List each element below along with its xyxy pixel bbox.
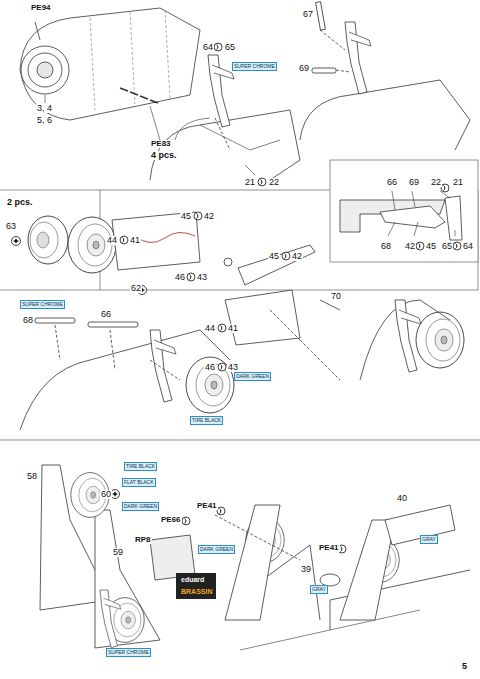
- callout-number: 70: [330, 292, 342, 301]
- color-callout: SUPER CHROME: [106, 648, 151, 657]
- quantity-note: 2 pcs.: [6, 198, 34, 207]
- color-callout: GRAY: [310, 585, 328, 594]
- color-callout: FLAT BLACK: [122, 478, 156, 487]
- callout-number: 42: [291, 252, 303, 261]
- color-callout: GRAY: [420, 535, 438, 544]
- part-number: PE94: [30, 4, 52, 12]
- callout-number: 58: [26, 472, 38, 481]
- callout-number: 3, 4: [36, 104, 53, 113]
- callout-number: 21: [452, 178, 464, 187]
- callout-number: 40: [396, 494, 408, 503]
- callout-number: 43: [196, 273, 208, 282]
- callout-number: 69: [298, 64, 310, 73]
- callout-number: 65: [224, 43, 236, 52]
- color-callout: TIRE BLACK: [124, 462, 157, 471]
- gear-assembly: [20, 318, 234, 430]
- callout-number: 68: [22, 316, 34, 325]
- callout-number: 60: [100, 490, 112, 499]
- callout-number: 44: [106, 236, 118, 245]
- callout-number: 22: [430, 178, 442, 187]
- callout-number: 63: [5, 222, 17, 231]
- callout-number: 22: [268, 178, 280, 187]
- part-number: PE41: [196, 502, 218, 510]
- color-callout: TIRE BLACK: [190, 416, 223, 425]
- callout-number: 59: [112, 548, 124, 557]
- callout-number: 41: [227, 324, 239, 333]
- callout-number: 45: [425, 242, 437, 251]
- gear-bay: [300, 2, 470, 150]
- color-callout: SUPER CHROME: [232, 62, 277, 71]
- callout-number: 64: [202, 43, 214, 52]
- part-number: PE66: [160, 516, 182, 524]
- callout-number: 46: [174, 273, 186, 282]
- color-callout: DARK GREEN: [198, 545, 235, 554]
- callout-number: 45: [180, 212, 192, 221]
- callout-number: 69: [408, 178, 420, 187]
- detail-inset: [340, 191, 462, 240]
- callout-number: 42: [203, 212, 215, 221]
- callout-number: 41: [129, 236, 141, 245]
- brand-badge: [176, 573, 216, 599]
- page-number: 5: [462, 662, 467, 671]
- callout-number: 42: [404, 242, 416, 251]
- color-callout: DARK GREEN: [234, 372, 271, 381]
- callout-number: 67: [302, 10, 314, 19]
- callout-number: 5, 6: [36, 116, 53, 125]
- callout-number: 43: [227, 363, 239, 372]
- tail-wheel-assembly: [40, 465, 470, 650]
- callout-number: 66: [100, 310, 112, 319]
- color-callout: DARK GREEN: [122, 502, 159, 511]
- part-number: RP8: [134, 536, 152, 544]
- color-callout: SUPER CHROME: [20, 300, 65, 309]
- callout-number: 65: [441, 242, 453, 251]
- gear-bay: [150, 55, 300, 180]
- callout-number: 66: [386, 178, 398, 187]
- callout-number: 68: [380, 242, 392, 251]
- brand-name: eduard: [178, 575, 207, 584]
- wheels-covers: [28, 212, 464, 380]
- callout-number: 21: [244, 178, 256, 187]
- callout-number: 45: [268, 252, 280, 261]
- callout-number: 64: [462, 242, 474, 251]
- part-number: PE41: [318, 544, 340, 552]
- callout-number: 39: [300, 565, 312, 574]
- callout-number: 46: [204, 363, 216, 372]
- brand-name: BRASSIN: [178, 587, 216, 596]
- quantity-note: 4 pcs.: [150, 151, 178, 160]
- part-number: PE83: [150, 140, 172, 148]
- panel-frame: [0, 160, 480, 440]
- fuselage-nose: [20, 8, 200, 140]
- callout-number: 44: [204, 324, 216, 333]
- callout-number: 62: [130, 284, 142, 293]
